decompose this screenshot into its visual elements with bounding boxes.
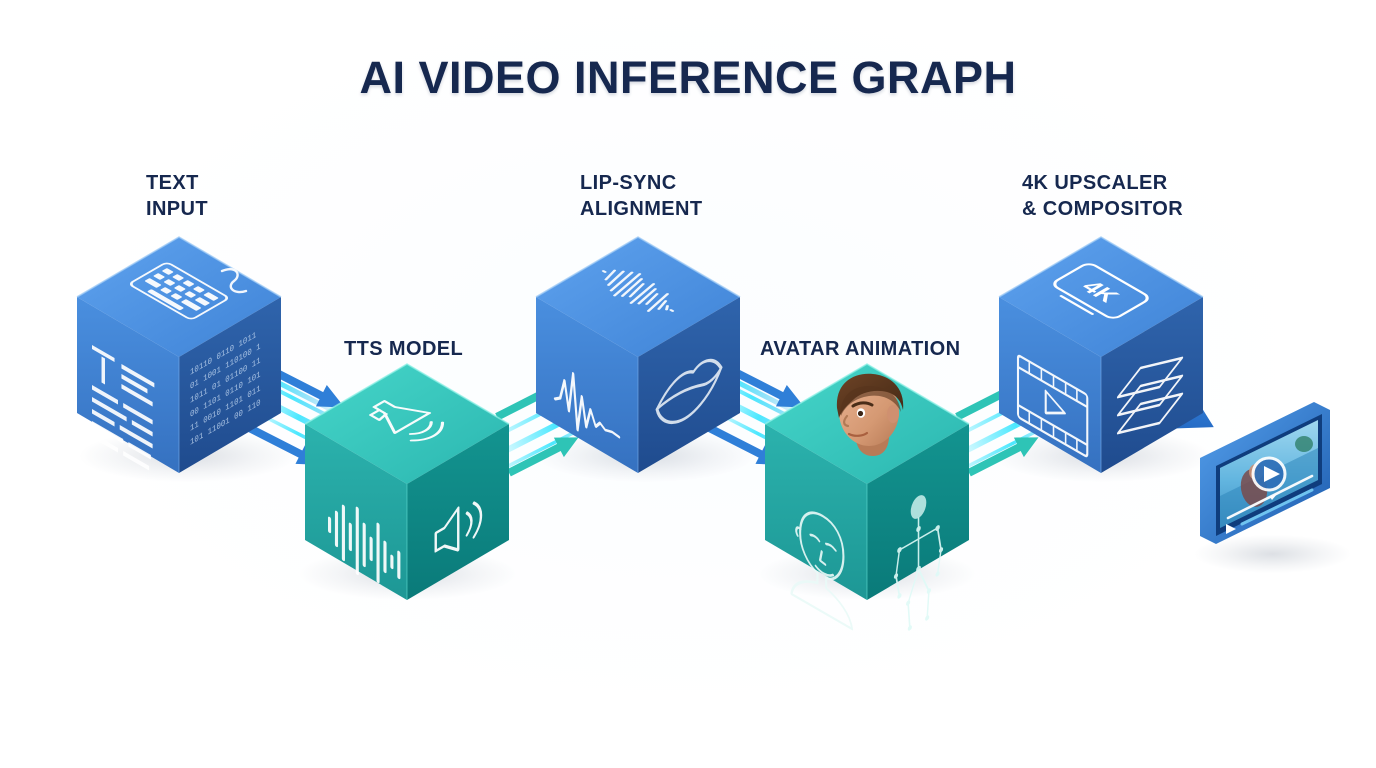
node-label-avatar: AVATAR ANIMATION xyxy=(760,338,961,360)
node-label-text-input: TEXT INPUT xyxy=(146,172,208,220)
video-output-player[interactable] xyxy=(1196,396,1336,556)
layers-icon xyxy=(1116,356,1184,435)
node-label-tts-model: TTS MODEL xyxy=(344,338,464,360)
speaker-icon xyxy=(434,501,483,553)
play-icon xyxy=(1044,389,1066,415)
page-title: AI VIDEO INFERENCE GRAPH xyxy=(359,52,1017,103)
spectrogram-icon xyxy=(601,269,675,312)
cube-left-face xyxy=(77,297,179,473)
megaphone-icon xyxy=(369,400,445,442)
player-play-control-icon[interactable] xyxy=(1226,488,1314,534)
node-cube-upscaler[interactable]: 4K xyxy=(996,235,1206,475)
cube-right-face xyxy=(638,297,740,473)
film-play-icon xyxy=(1016,354,1089,458)
face-outline-icon xyxy=(790,511,854,631)
lips-icon xyxy=(655,358,723,425)
node-cube-text-input[interactable]: 10110 0110 1011 01 1001 110100 1 1011 01… xyxy=(74,235,284,475)
node-cube-lip-sync[interactable] xyxy=(533,235,743,475)
pulse-waveform-icon xyxy=(553,372,621,439)
skeleton-rig-icon xyxy=(893,495,944,631)
avatar-head-3d-icon xyxy=(817,366,927,476)
keyboard-icon xyxy=(129,262,229,320)
cube-right-face xyxy=(1101,297,1203,473)
play-icon[interactable] xyxy=(1251,456,1287,492)
progress-bar[interactable] xyxy=(1226,474,1314,520)
keyboard-cable-icon xyxy=(220,267,248,294)
node-label-lip-sync: LIP-SYNC ALIGNMENT xyxy=(580,172,703,220)
cube-right-face xyxy=(179,297,281,473)
cube-left-face xyxy=(536,297,638,473)
node-label-upscaler: 4K UPSCALER & COMPOSITOR xyxy=(1022,172,1184,220)
audio-waveform-icon xyxy=(328,504,401,584)
node-cube-tts-model[interactable] xyxy=(302,362,512,602)
text-document-icon xyxy=(92,345,155,471)
